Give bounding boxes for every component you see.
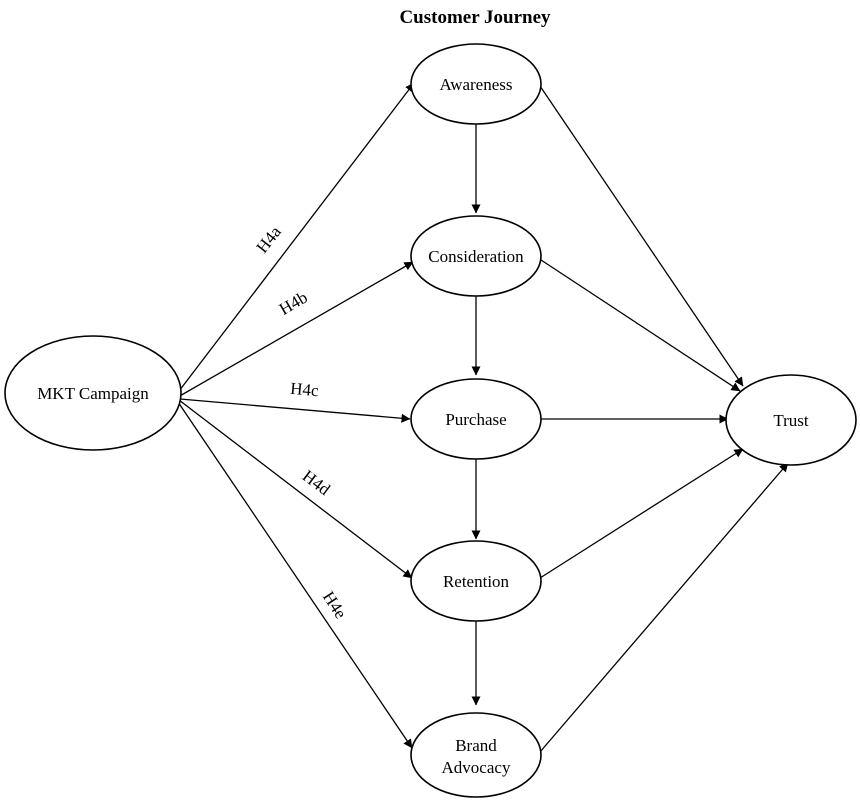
edge-retention-trust — [539, 448, 744, 579]
edge-label-h4c: H4c — [290, 379, 320, 400]
edge-label-h4b: H4b — [276, 288, 311, 319]
node-mkt-campaign: MKT Campaign — [4, 335, 182, 451]
edge-awareness-trust — [539, 85, 744, 387]
edge-mkt-retention — [178, 399, 413, 579]
node-label-brand-advocacy-line2: Advocacy — [442, 758, 511, 777]
node-awareness: Awareness — [410, 43, 542, 125]
node-purchase: Purchase — [410, 378, 542, 460]
node-label-brand-advocacy-line1: Brand — [455, 736, 497, 755]
edge-mkt-awareness — [175, 82, 415, 396]
node-label-purchase: Purchase — [445, 410, 506, 429]
node-consideration: Consideration — [410, 215, 542, 297]
edge-label-h4a: H4a — [252, 222, 285, 256]
edge-consideration-trust — [537, 257, 741, 392]
node-label-retention: Retention — [443, 572, 510, 591]
node-label-trust: Trust — [773, 411, 809, 430]
edge-mkt-advocacy — [177, 401, 413, 749]
edge-mkt-purchase — [179, 398, 411, 423]
edge-label-h4d: H4d — [299, 466, 334, 499]
node-label-consideration: Consideration — [428, 247, 524, 266]
node-brand-advocacy: Brand Advocacy — [410, 712, 542, 798]
node-trust: Trust — [725, 374, 857, 466]
edge-advocacy-trust — [539, 462, 789, 753]
edge-mkt-consideration — [177, 261, 414, 398]
diagram-title: Customer Journey — [399, 7, 551, 28]
node-label-awareness: Awareness — [439, 75, 512, 94]
node-retention: Retention — [410, 540, 542, 622]
node-label-mkt-campaign: MKT Campaign — [37, 384, 149, 403]
